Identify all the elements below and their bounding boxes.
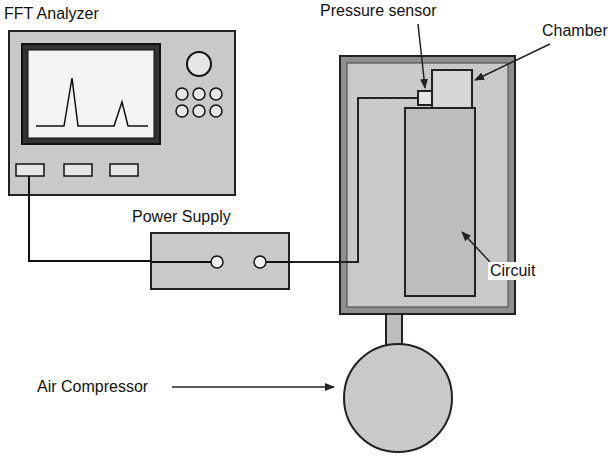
input-port xyxy=(64,164,92,176)
control-button xyxy=(210,88,222,100)
control-button xyxy=(193,105,205,117)
terminal xyxy=(211,256,223,268)
circuit-block xyxy=(405,108,475,296)
part-label: Circuit xyxy=(488,262,537,280)
control-button xyxy=(193,88,205,100)
signal-wire xyxy=(290,98,418,262)
input-port xyxy=(110,164,138,176)
part-label: Pressure sensor xyxy=(318,2,439,20)
power-supply: Power Supply xyxy=(150,232,290,290)
spectrum-trace xyxy=(36,78,148,126)
power-supply-detail xyxy=(152,234,288,288)
input-port xyxy=(16,164,44,176)
pressure-sensor xyxy=(418,91,432,105)
chamber-block xyxy=(432,70,472,108)
signal-wire xyxy=(29,196,150,261)
leader-arrow xyxy=(418,24,425,88)
leader-arrow xyxy=(172,386,334,388)
part-label: Chamber xyxy=(540,22,610,40)
wire-stub xyxy=(266,261,292,263)
knob xyxy=(187,52,211,76)
air-pipe xyxy=(386,314,402,346)
control-button xyxy=(176,88,188,100)
part-label: Air Compressor xyxy=(35,378,150,396)
enclosure-interior xyxy=(347,63,508,307)
leader-arrow xyxy=(475,44,550,80)
leader-arrow xyxy=(462,232,490,262)
control-button xyxy=(176,105,188,117)
fft-analyzer-detail xyxy=(10,32,234,194)
wire-stub xyxy=(150,261,211,263)
terminal xyxy=(254,256,266,268)
screen-bezel xyxy=(22,44,160,144)
device-heading: FFT Analyzer xyxy=(4,5,99,23)
device-heading: Power Supply xyxy=(132,208,231,226)
fft-analyzer: FFT Analyzer xyxy=(8,30,236,196)
control-button xyxy=(210,105,222,117)
wire-stub xyxy=(28,176,30,198)
air-compressor xyxy=(344,344,452,452)
screen xyxy=(28,50,154,138)
